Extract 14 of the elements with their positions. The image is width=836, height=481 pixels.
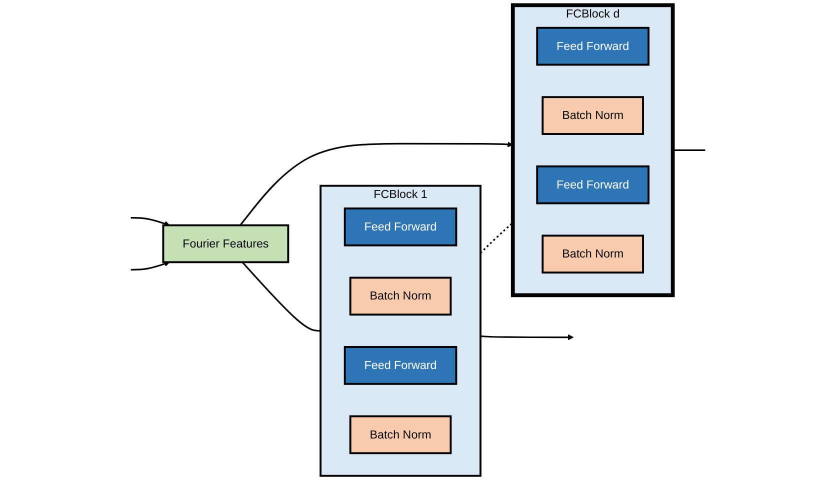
node-box: Feed Forward <box>536 165 650 204</box>
node-box: Feed Forward <box>344 207 458 246</box>
arrow <box>130 217 170 226</box>
node-box: Feed Forward <box>344 346 458 385</box>
arrow <box>480 334 574 340</box>
connector <box>672 149 706 151</box>
arrow <box>130 261 170 270</box>
connector <box>242 262 321 332</box>
node-box: Batch Norm <box>542 234 644 274</box>
node-box: Batch Norm <box>349 415 452 454</box>
node-box: Fourier Features <box>162 224 290 264</box>
node-box: Batch Norm <box>349 276 452 316</box>
node-box: Feed Forward <box>536 26 650 66</box>
node-box: Batch Norm <box>542 96 644 135</box>
